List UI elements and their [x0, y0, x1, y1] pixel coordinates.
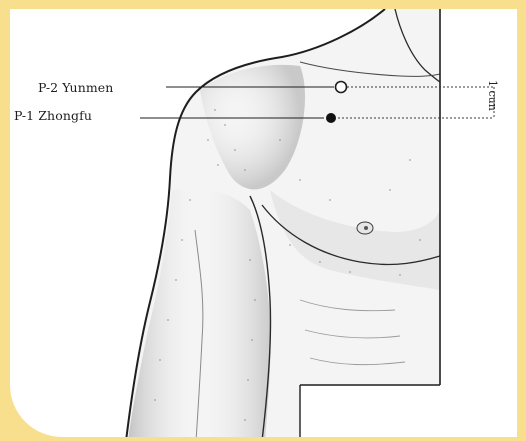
cun-measurement-label: 1 cun: [486, 80, 499, 111]
nipple-center: [364, 226, 368, 230]
p2-yunmen-marker: [336, 82, 347, 93]
p1-zhongfu-marker: [326, 113, 336, 123]
p2-yunmen-label: P-2 Yunmen: [38, 80, 113, 95]
p1-zhongfu-label: P-1 Zhongfu: [14, 108, 92, 123]
